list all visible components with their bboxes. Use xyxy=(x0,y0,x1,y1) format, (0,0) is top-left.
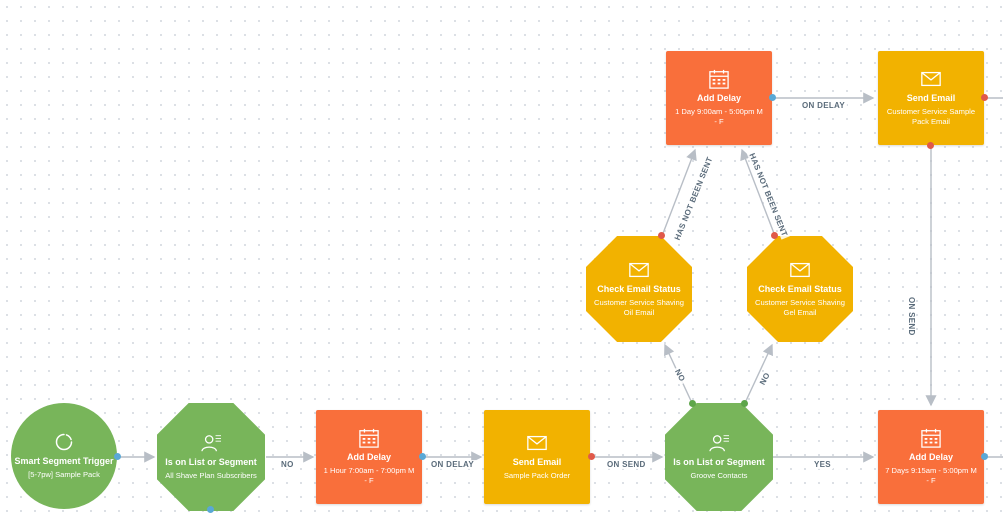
node-subtitle: Groove Contacts xyxy=(690,471,748,480)
output-port[interactable] xyxy=(588,453,595,460)
output-port[interactable] xyxy=(769,94,776,101)
envelope-icon xyxy=(527,435,547,451)
node-title: Add Delay xyxy=(696,93,741,103)
node-subtitle: Sample Pack Order xyxy=(503,471,571,480)
node-title: Send Email xyxy=(512,457,562,467)
output-port[interactable] xyxy=(981,94,988,101)
output-port[interactable] xyxy=(689,400,696,407)
envelope-icon xyxy=(629,262,649,278)
node-title: Add Delay xyxy=(908,452,953,462)
node-title: Check Email Status xyxy=(758,284,842,294)
calendar-icon xyxy=(921,428,941,448)
output-port[interactable] xyxy=(741,400,748,407)
output-port[interactable] xyxy=(419,453,426,460)
node-title: Check Email Status xyxy=(597,284,681,294)
node-subtitle: Customer Service Shaving Gel Email xyxy=(755,298,845,317)
node-title: Send Email xyxy=(906,93,956,103)
edge-label-on-send: ON SEND xyxy=(907,295,916,338)
output-port[interactable] xyxy=(658,232,665,239)
edge-label-on-delay: ON DELAY xyxy=(429,460,477,469)
output-port[interactable] xyxy=(207,506,214,513)
node-add-delay-1[interactable]: Add Delay 1 Hour 7:00am - 7:00pm M - F xyxy=(316,410,422,504)
user-list-icon xyxy=(201,435,221,452)
node-add-delay-2[interactable]: Add Delay 7 Days 9:15am - 5:00pm M - F xyxy=(878,410,984,504)
node-check-email-status-1[interactable]: Check Email Status Customer Service Shav… xyxy=(586,236,692,342)
node-subtitle: Customer Service Shaving Oil Email xyxy=(594,298,684,317)
node-subtitle: 1 Hour 7:00am - 7:00pm M - F xyxy=(323,466,415,485)
output-port[interactable] xyxy=(771,232,778,239)
user-list-icon xyxy=(709,435,729,452)
envelope-icon xyxy=(921,71,941,87)
node-send-email-1[interactable]: Send Email Sample Pack Order xyxy=(484,410,590,504)
refresh-icon xyxy=(55,433,73,451)
edge-segment2-check2 xyxy=(744,343,773,404)
node-title: Add Delay xyxy=(346,452,391,462)
node-subtitle: Customer Service Sample Pack Email xyxy=(886,107,976,126)
edge-label-on-send: ON SEND xyxy=(605,460,648,469)
edge-label-on-delay: ON DELAY xyxy=(800,101,848,110)
edge-check2-delay3 xyxy=(740,148,776,237)
node-check-email-status-2[interactable]: Check Email Status Customer Service Shav… xyxy=(747,236,853,342)
output-port[interactable] xyxy=(981,453,988,460)
node-send-email-2[interactable]: Send Email Customer Service Sample Pack … xyxy=(878,51,984,145)
node-subtitle: 7 Days 9:15am - 5:00pm M - F xyxy=(885,466,977,485)
node-title: Smart Segment Trigger xyxy=(14,456,114,466)
edge-label-yes: YES xyxy=(812,460,833,469)
edge-label-no: NO xyxy=(279,460,296,469)
node-add-delay-3[interactable]: Add Delay 1 Day 9:00am - 5:00pm M - F xyxy=(666,51,772,145)
node-smart-segment-trigger[interactable]: Smart Segment Trigger [5-7pw] Sample Pac… xyxy=(11,403,117,509)
calendar-icon xyxy=(709,69,729,89)
node-subtitle: 1 Day 9:00am - 5:00pm M - F xyxy=(675,107,763,126)
node-subtitle: [5-7pw] Sample Pack xyxy=(28,470,100,479)
node-is-on-list-segment-1[interactable]: Is on List or Segment All Shave Plan Sub… xyxy=(157,403,265,511)
node-title: Is on List or Segment xyxy=(673,457,765,467)
calendar-icon xyxy=(359,428,379,448)
output-port[interactable] xyxy=(114,453,121,460)
edge-check1-delay3 xyxy=(661,148,697,237)
output-port[interactable] xyxy=(927,142,934,149)
node-is-on-list-segment-2[interactable]: Is on List or Segment Groove Contacts xyxy=(665,403,773,511)
node-title: Is on List or Segment xyxy=(165,457,257,467)
envelope-icon xyxy=(790,262,810,278)
node-subtitle: All Shave Plan Subscribers xyxy=(165,471,257,480)
